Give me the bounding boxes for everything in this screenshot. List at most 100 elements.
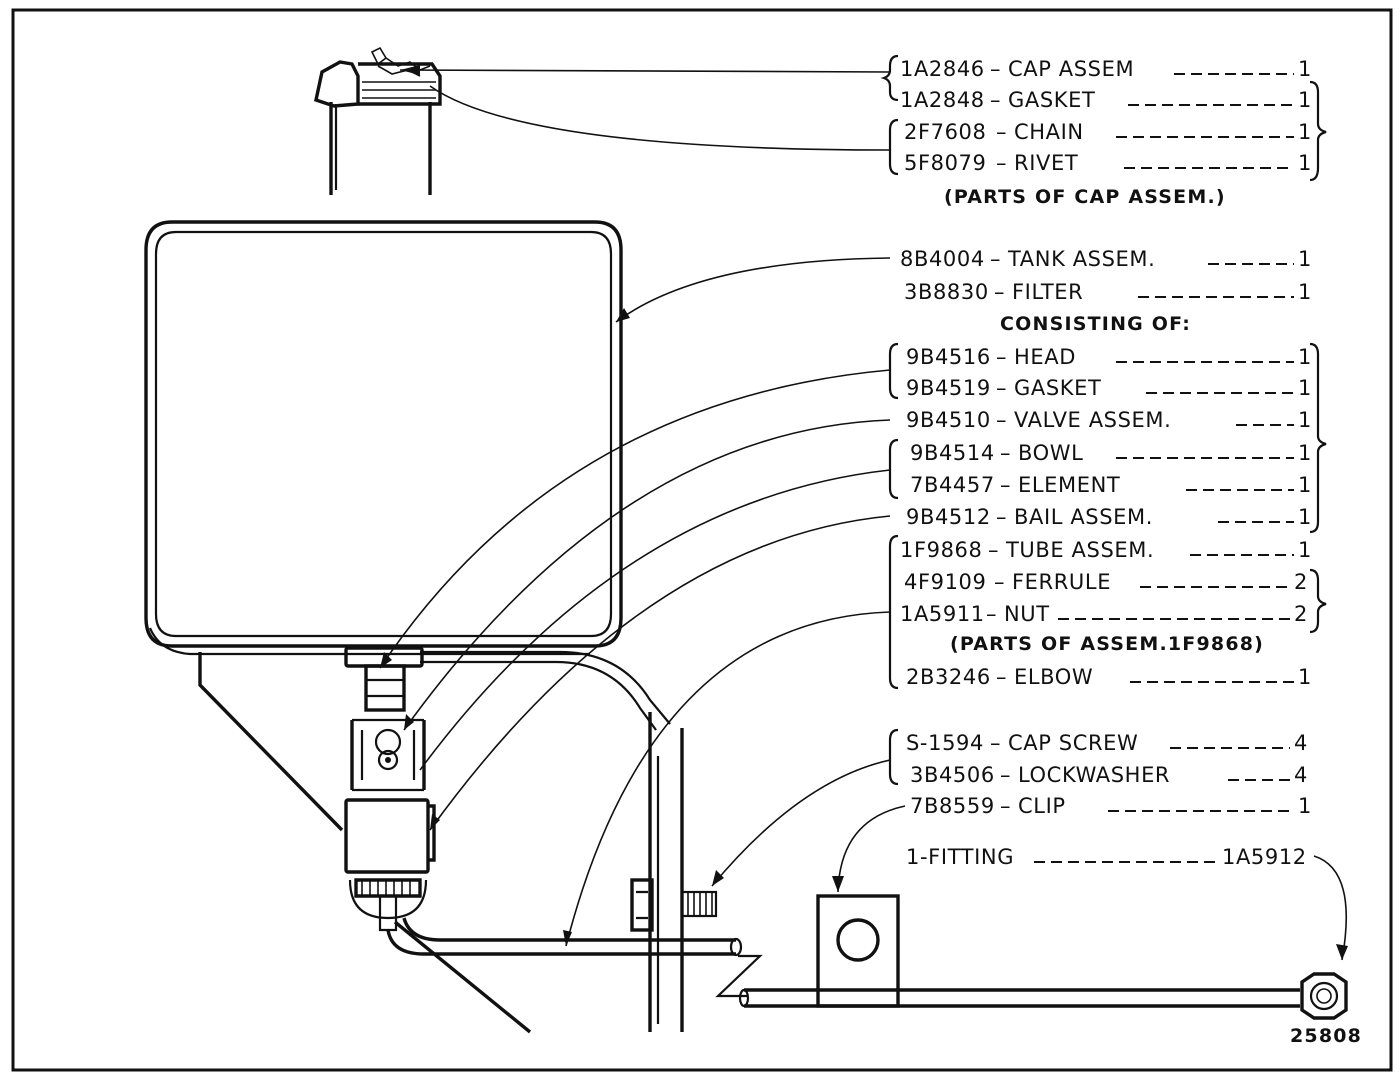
- part-name: CLIP: [1018, 794, 1066, 818]
- tank-body: [144, 220, 623, 656]
- part-row-chain: 2F7608 – CHAIN 1: [904, 120, 1312, 144]
- part-number: 9B4519: [906, 376, 991, 400]
- svg-text:–: –: [996, 120, 1007, 144]
- part-qty: 1: [1298, 247, 1312, 271]
- part-number: 1A2848: [900, 88, 985, 112]
- part-number: 2F7608: [904, 120, 986, 144]
- svg-text:–: –: [990, 57, 1001, 81]
- svg-text:–: –: [1000, 794, 1011, 818]
- svg-text:–: –: [986, 602, 997, 626]
- svg-text:–: –: [996, 408, 1007, 432]
- part-row-clip: 7B8559 – CLIP 1: [910, 794, 1312, 818]
- part-qty: 2: [1294, 570, 1308, 594]
- part-qty: 1: [1298, 57, 1312, 81]
- part-number: 7B8559: [910, 794, 995, 818]
- svg-text:–: –: [994, 280, 1005, 304]
- braces: [880, 54, 1327, 786]
- filter-head: [344, 646, 426, 792]
- part-row-lockwasher: 3B4506 – LOCKWASHER 4: [910, 763, 1307, 787]
- tank-support: [198, 650, 671, 1034]
- tank-drawing: [144, 46, 1348, 1034]
- part-row-filter: 3B8830 – FILTER 1: [904, 280, 1311, 304]
- part-row-element: 7B4457 – ELEMENT 1: [910, 473, 1312, 497]
- page-border: [11, 8, 1393, 1072]
- part-row-bowl: 9B4514 – BOWL 1: [910, 441, 1311, 465]
- part-qty: 1: [1298, 538, 1312, 562]
- part-name: CHAIN: [1014, 120, 1084, 144]
- part-name: CAP ASSEM: [1008, 57, 1134, 81]
- part-name: FERRULE: [1012, 570, 1111, 594]
- part-qty: 1: [1298, 88, 1312, 112]
- cap-parts-note: (PARTS OF CAP ASSEM.): [944, 186, 1226, 208]
- svg-text:–: –: [990, 247, 1001, 271]
- part-qty: 1: [1298, 345, 1312, 369]
- svg-text:–: –: [990, 731, 1001, 755]
- part-qty: 4: [1294, 731, 1308, 755]
- part-row-rivet: 5F8079 – RIVET 1: [904, 151, 1311, 175]
- svg-text:–: –: [996, 665, 1007, 689]
- svg-text:–: –: [988, 538, 999, 562]
- cap-assembly-shape: [314, 46, 442, 108]
- svg-text:–: –: [996, 376, 1007, 400]
- svg-text:–: –: [996, 345, 1007, 369]
- part-row-bail-assem: 9B4512 – BAIL ASSEM. 1: [906, 505, 1312, 529]
- part-row-cap-screw: S-1594 – CAP SCREW 4: [906, 731, 1308, 755]
- part-number: 2B3246: [906, 665, 991, 689]
- svg-text:–: –: [1000, 763, 1011, 787]
- clip-tube-assembly: [738, 894, 1348, 1020]
- part-number: 9B4516: [906, 345, 991, 369]
- filler-neck: [329, 102, 432, 195]
- part-qty: 2: [1294, 602, 1308, 626]
- dash-leaders: [1034, 73, 1294, 863]
- part-name: BAIL ASSEM.: [1014, 505, 1153, 529]
- part-row-ferrule: 4F9109 – FERRULE 2: [904, 570, 1308, 594]
- part-number: 8B4004: [900, 247, 985, 271]
- part-qty: 1: [1298, 794, 1312, 818]
- svg-text:–: –: [1000, 473, 1011, 497]
- svg-text:–: –: [996, 151, 1007, 175]
- part-qty: 1: [1298, 408, 1312, 432]
- part-name: ELEMENT: [1018, 473, 1120, 497]
- part-qty: 1: [1298, 120, 1312, 144]
- fitting-label: 1-FITTING: [906, 845, 1014, 869]
- part-name: ELBOW: [1014, 665, 1093, 689]
- part-name: GASKET: [1008, 88, 1095, 112]
- tube-parts-note: (PARTS OF ASSEM.1F9868): [950, 633, 1264, 655]
- part-number: 3B4506: [910, 763, 995, 787]
- svg-text:–: –: [990, 88, 1001, 112]
- svg-text:–: –: [1000, 441, 1011, 465]
- part-name: GASKET: [1014, 376, 1101, 400]
- part-name: BOWL: [1018, 441, 1083, 465]
- vertical-post: [648, 712, 684, 1032]
- part-row-elbow: 2B3246 – ELBOW 1: [906, 665, 1312, 689]
- part-row-head: 9B4516 – HEAD 1: [906, 345, 1312, 369]
- part-number: 1F9868: [900, 538, 982, 562]
- part-name: VALVE ASSEM.: [1014, 408, 1171, 432]
- cap-screw-bolt: [630, 878, 718, 932]
- part-name: HEAD: [1014, 345, 1076, 369]
- part-number: 9B4510: [906, 408, 991, 432]
- part-number: 4F9109: [904, 570, 986, 594]
- part-number: 1A2846: [900, 57, 985, 81]
- part-name: TUBE ASSEM.: [1005, 538, 1154, 562]
- part-number: S-1594: [906, 731, 984, 755]
- svg-text:–: –: [994, 570, 1005, 594]
- part-name: TANK ASSEM.: [1007, 247, 1155, 271]
- part-number: 5F8079: [904, 151, 986, 175]
- part-number: 7B4457: [910, 473, 995, 497]
- part-qty: 1: [1298, 665, 1312, 689]
- part-number: 3B8830: [904, 280, 989, 304]
- part-qty: 1: [1298, 473, 1312, 497]
- part-number: 9B4512: [906, 505, 991, 529]
- parts-list: 1A2846 – CAP ASSEM 1 1A2848 – GASKET 1 2…: [900, 57, 1312, 869]
- fitting-row: 1-FITTING 1A5912: [906, 845, 1306, 869]
- filter-bowl: [344, 798, 436, 932]
- part-row-valve-assem: 9B4510 – VALVE ASSEM. 1: [906, 408, 1312, 432]
- part-row-tube-assem: 1F9868 – TUBE ASSEM. 1: [900, 538, 1312, 562]
- svg-text:–: –: [996, 505, 1007, 529]
- part-qty: 1: [1298, 376, 1312, 400]
- part-name: RIVET: [1014, 151, 1078, 175]
- part-qty: 1: [1298, 505, 1312, 529]
